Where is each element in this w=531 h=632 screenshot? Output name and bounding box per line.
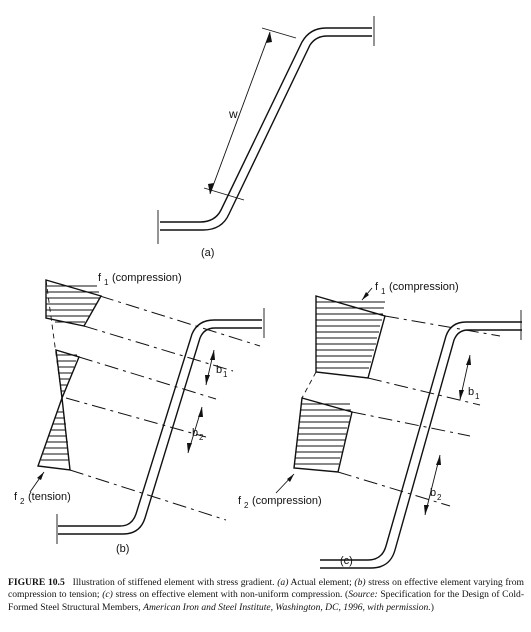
caption-source-label: Source: bbox=[348, 589, 378, 601]
projection-1-c bbox=[384, 315, 501, 337]
projection-1-b bbox=[99, 295, 261, 347]
element-c-inner bbox=[320, 329, 522, 569]
f1-description-b: (compression) bbox=[112, 272, 182, 284]
f1-description-c: (compression) bbox=[389, 281, 459, 293]
panel-a-label: (a) bbox=[201, 247, 214, 259]
element-b-inner bbox=[58, 327, 262, 535]
stress-reference-b bbox=[45, 279, 63, 399]
panel-b-label: (b) bbox=[116, 543, 129, 555]
dim-arrow-top-a bbox=[266, 32, 272, 43]
b2-label-c: b bbox=[430, 487, 436, 499]
figure-drawing: w (a) f 1 (compression) bbox=[14, 16, 522, 569]
element-c-outer bbox=[320, 321, 522, 561]
f2-subscript-b: 2 bbox=[20, 497, 25, 506]
stress-reference-c bbox=[301, 371, 317, 399]
hatching-b bbox=[41, 285, 100, 461]
panel-c-label: (c) bbox=[340, 555, 353, 567]
stress-block-f2-c bbox=[293, 397, 353, 473]
dimension-w-label: w bbox=[228, 107, 238, 121]
projection-4-b bbox=[65, 397, 207, 438]
f2-description-b: (tension) bbox=[28, 491, 71, 503]
caption-text-5: Specification for the Design of Cold-For… bbox=[8, 589, 525, 613]
caption-text-4: stress on effective element with non-uni… bbox=[112, 589, 349, 601]
dim-ext-top-a bbox=[261, 27, 297, 39]
stress-block-f2-b bbox=[37, 397, 71, 471]
hatching-c bbox=[295, 301, 385, 465]
stress-block-f1-b bbox=[45, 279, 103, 327]
projection-4-c bbox=[337, 471, 451, 507]
f2-subscript-c: 2 bbox=[244, 501, 249, 510]
b1-subscript-c: 1 bbox=[475, 392, 480, 401]
b2-label-b: b bbox=[192, 427, 198, 439]
stress-block-mid-b bbox=[55, 349, 80, 401]
panel-b: f 1 (compression) f 2 (tension) b 1 b 2 … bbox=[14, 272, 265, 555]
figure-caption: FIGURE 10.5 Illustration of stiffened el… bbox=[8, 577, 524, 614]
dim-arrow-bot-a bbox=[208, 183, 214, 194]
projection-2-b bbox=[83, 325, 234, 372]
element-a-outer bbox=[160, 27, 372, 223]
b2-subscript-b: 2 bbox=[199, 433, 204, 442]
f2-label-c: f bbox=[238, 495, 242, 507]
b1-label-c: b bbox=[468, 386, 474, 398]
b1-label-b: b bbox=[216, 364, 222, 376]
f1-subscript-c: 1 bbox=[381, 287, 386, 296]
f2-label-b: f bbox=[14, 491, 18, 503]
caption-mark-a: (a) bbox=[277, 577, 289, 588]
projection-5-b bbox=[69, 469, 227, 521]
f1-label-b: f bbox=[98, 272, 102, 284]
projection-3-b bbox=[78, 356, 217, 400]
caption-text-3: stress on effective element varying from… bbox=[8, 577, 525, 601]
b2-subscript-c: 2 bbox=[437, 493, 442, 502]
b1-subscript-b: 1 bbox=[223, 370, 228, 379]
projection-2-c bbox=[367, 377, 481, 406]
caption-text-1: Illustration of stiffened element with s… bbox=[72, 577, 278, 588]
element-b-outer bbox=[58, 319, 262, 527]
caption-mark-c: (c) bbox=[102, 589, 113, 601]
f1-subscript-b: 1 bbox=[104, 278, 109, 287]
caption-text-6: ) bbox=[430, 601, 434, 613]
caption-mark-b: (b) bbox=[354, 577, 366, 588]
panel-c: f 1 (compression) f 2 (compression) b 1 … bbox=[238, 281, 522, 569]
dim-line-a bbox=[209, 31, 271, 195]
caption-text-2: Actual element; bbox=[288, 577, 355, 588]
panel-a: w (a) bbox=[157, 16, 375, 259]
projection-3-c bbox=[351, 411, 471, 437]
caption-source-italic: American Iron and Steel Institute, Washi… bbox=[143, 601, 431, 613]
f2-description-c: (compression) bbox=[252, 495, 322, 507]
element-a-inner bbox=[160, 35, 372, 231]
f1-label-c: f bbox=[375, 281, 379, 293]
figure-number: FIGURE 10.5 bbox=[8, 577, 65, 588]
